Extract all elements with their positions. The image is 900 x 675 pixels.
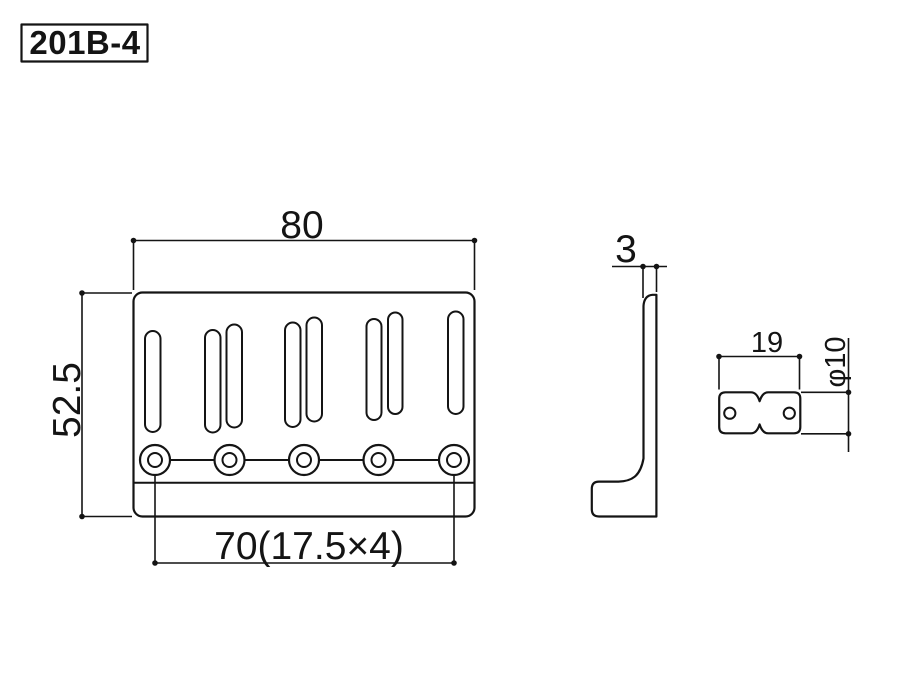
string-slot [305,316,323,423]
dimension-end-dot [796,353,803,360]
front-view: 80 52.5 [46,204,478,568]
string-slots [144,310,465,434]
mounting-hole-inner [147,452,163,468]
mounting-hole-inner [446,452,462,468]
dimension-end-dot [845,389,852,396]
width-dimension-label: 80 [280,204,323,247]
mounting-hole-inner [296,452,312,468]
string-slot [365,318,383,421]
saddle-screw-hole [782,406,796,420]
dimension-end-dot [845,431,852,437]
dimension-end-dot [152,560,158,566]
dimension-end-dot [79,290,85,296]
saddle-outline [718,391,802,435]
height-dimension-label: 52.5 [46,362,89,438]
mounting-hole-inner [221,452,238,468]
dimension-width: 80 [130,204,478,290]
dimension-height: 52.5 [46,290,132,520]
string-slot [204,329,222,434]
dimension-saddle-width: 19 [716,327,803,390]
part-number-label: 201B-4 [29,24,140,61]
side-profile-outline [590,293,658,518]
title-block: 201B-4 [20,23,149,63]
string-slot [144,330,162,433]
dimension-end-dot [471,237,478,244]
dimension-hole-spacing: 70(17.5×4) [152,525,457,568]
title-box [20,23,149,63]
dimension-end-dot [716,353,722,360]
saddle-diameter-dimension-label: φ10 [820,336,852,387]
dimension-end-dot [653,263,660,270]
dimension-end-dot [79,513,85,520]
dimension-thickness: 3 [612,228,667,298]
dimension-saddle-diameter: φ10 [801,336,852,452]
dimension-end-dot [130,237,137,244]
thickness-dimension-label: 3 [615,228,637,271]
hole-spacing-dimension-label: 70(17.5×4) [214,525,404,568]
string-slot [387,311,404,415]
dimension-end-dot [451,560,457,566]
saddle-screw-hole [723,406,737,420]
dimension-end-dot [640,263,646,270]
mounting-holes [138,443,471,477]
string-slot [447,310,465,415]
mounting-hole-inner [370,452,387,468]
side-view: 3 [590,228,667,518]
string-slot [284,321,302,428]
saddle-view: 19 φ10 [716,327,852,452]
saddle-width-dimension-label: 19 [751,327,783,359]
string-slot [225,323,243,429]
